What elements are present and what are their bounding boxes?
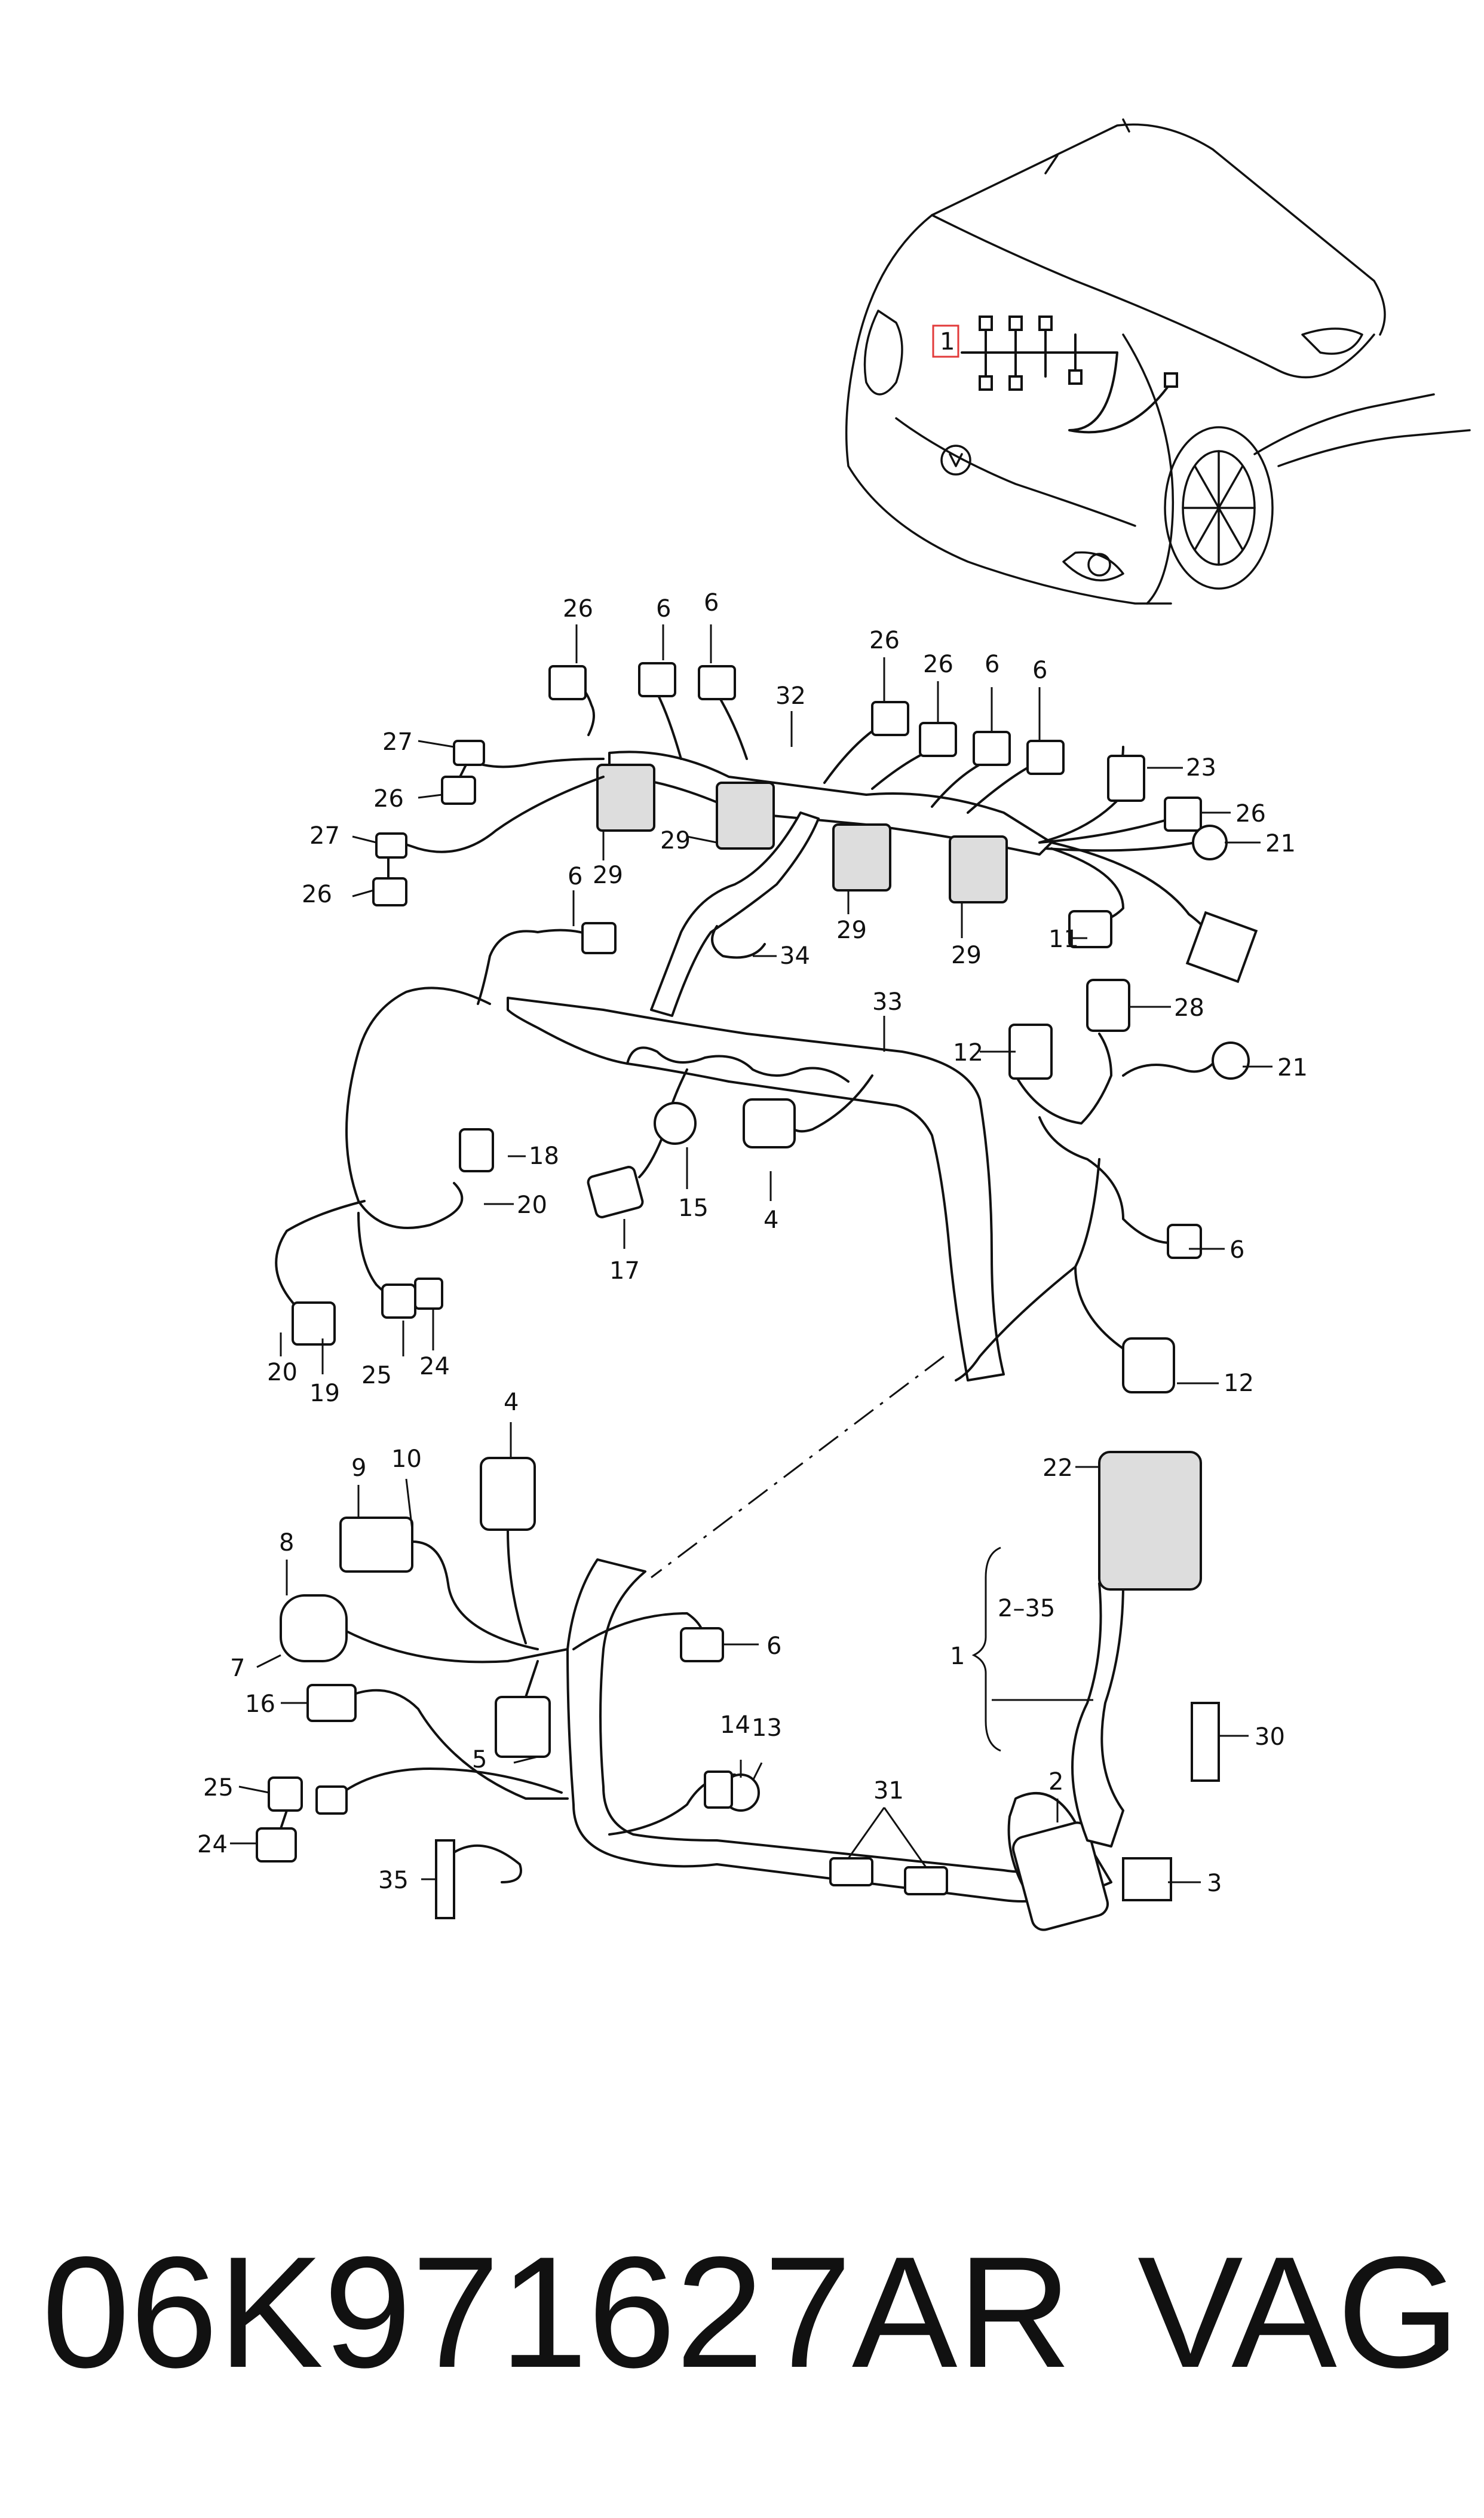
callout-30: 30: [1255, 1723, 1285, 1751]
callout-25: 25: [203, 1774, 234, 1802]
callout-23: 23: [1186, 754, 1216, 782]
callout-6: 6: [985, 651, 999, 678]
callout-14: 14: [720, 1711, 750, 1739]
callout-20: 20: [267, 1359, 298, 1386]
callout-34: 34: [780, 942, 810, 970]
callout-29: 29: [660, 827, 691, 854]
callout-16: 16: [245, 1690, 275, 1718]
callout-6: 6: [766, 1632, 781, 1660]
car-inset: 1: [845, 118, 1471, 605]
inset-marker-box: [932, 324, 959, 358]
callout-3: 3: [1207, 1870, 1222, 1897]
callout-12: 12: [1224, 1370, 1254, 1397]
callout-26: 26: [563, 595, 593, 623]
callout-11: 11: [1048, 926, 1079, 953]
lower-harness: [256, 1451, 1220, 1931]
callout-29: 29: [836, 917, 867, 944]
callout-6: 6: [1032, 657, 1047, 684]
part-number: 06K971627AR: [42, 2224, 1072, 2401]
callout-2-35: 2–35: [998, 1595, 1055, 1622]
upper-harness: [372, 662, 1258, 1017]
callout-15: 15: [678, 1194, 709, 1222]
callout-5: 5: [472, 1746, 487, 1773]
callout-27: 27: [309, 822, 340, 850]
callout-6: 6: [704, 589, 719, 617]
callout-22: 22: [1043, 1454, 1073, 1482]
callout-18: 18: [529, 1142, 559, 1170]
callout-6: 6: [656, 595, 671, 623]
callout-19: 19: [309, 1380, 340, 1407]
callout-24: 24: [419, 1353, 450, 1380]
callout-20: 20: [517, 1191, 547, 1219]
callout-1: 1: [950, 1643, 965, 1670]
callout-26: 26: [1235, 800, 1266, 828]
callout-35: 35: [378, 1867, 409, 1894]
callout-8: 8: [279, 1529, 294, 1557]
callout-21: 21: [1265, 830, 1296, 857]
callout-4: 4: [764, 1206, 778, 1234]
callout-6: 6: [1229, 1236, 1244, 1264]
callout-26: 26: [373, 785, 404, 813]
callout-29: 29: [593, 862, 623, 889]
middle-rail: [275, 979, 1250, 1393]
callout-2: 2: [1048, 1768, 1063, 1796]
callout-12: 12: [953, 1039, 983, 1067]
callout-26: 26: [302, 881, 332, 908]
callout-25: 25: [361, 1362, 392, 1389]
callout-26: 26: [923, 651, 953, 678]
brand-label: VAG: [1137, 2224, 1460, 2401]
callout-10: 10: [391, 1445, 422, 1473]
leader-lines: [230, 624, 1273, 1883]
callout-24: 24: [197, 1831, 228, 1858]
callout-32: 32: [775, 682, 806, 710]
callout-26: 26: [869, 627, 900, 654]
callout-7: 7: [230, 1655, 245, 1682]
callout-6: 6: [568, 863, 582, 890]
callout-21: 21: [1277, 1054, 1308, 1082]
callout-4: 4: [504, 1389, 519, 1416]
callout-33: 33: [872, 988, 903, 1016]
callout-31: 31: [873, 1777, 904, 1805]
callout-9: 9: [351, 1454, 366, 1482]
callout-17: 17: [609, 1257, 640, 1285]
callout-labels: 26 6 6 32 26 26 6 6 27 26 27 26 29 29 29…: [197, 589, 1308, 1897]
footer: 06K971627AR VAG: [0, 2223, 1484, 2402]
callout-29: 29: [951, 942, 982, 969]
callout-28: 28: [1174, 994, 1204, 1022]
inset-marker: 1: [940, 328, 955, 356]
callout-13: 13: [752, 1714, 782, 1742]
callout-27: 27: [382, 728, 413, 756]
